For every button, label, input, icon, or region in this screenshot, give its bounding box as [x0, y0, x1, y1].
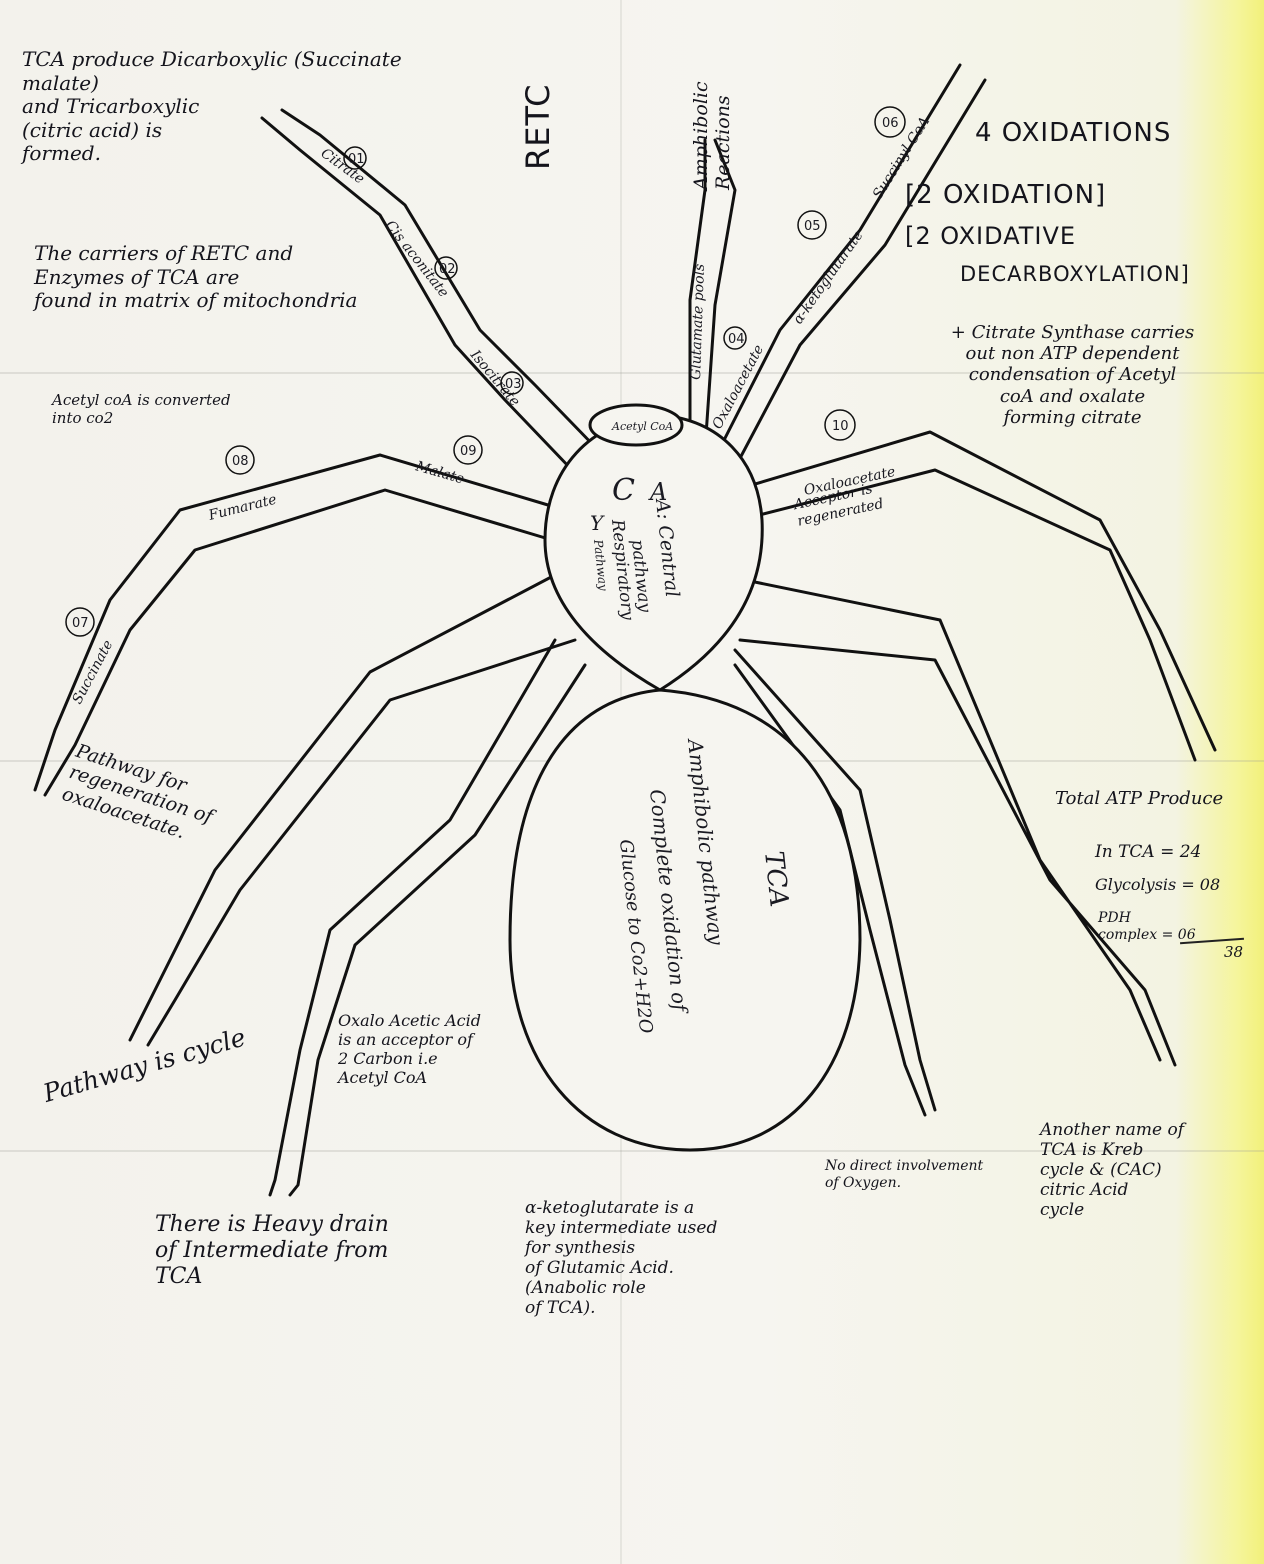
abdomen-tca: TCA [758, 850, 794, 909]
leg-label-glutamate-pools: Glutamate pools [688, 264, 708, 381]
note-citrate-synthase: + Citrate Synthase carries out non ATP d… [895, 322, 1250, 428]
note-no-oxygen: No direct involvement of Oxygen. [825, 1158, 983, 1191]
leg-label-malate: Malate [413, 458, 466, 487]
step-num-iso: 03 [505, 377, 522, 392]
leg-label-fumarate: Fumarate [206, 492, 278, 525]
atp-total: 38 [1224, 944, 1243, 962]
note-two-oxidative-2: DECARBOXYLATION] [960, 262, 1190, 287]
note-retc: RETC [520, 84, 558, 170]
step-num-cis: 02 [439, 262, 456, 277]
step-num-keto: 05 [804, 219, 821, 234]
note-oxaloacetic: Oxalo Acetic Acid is an acceptor of 2 Ca… [338, 1012, 538, 1088]
note-four-oxidations: 4 OXIDATIONS [975, 118, 1171, 149]
step-num-fumarate: 08 [232, 454, 249, 469]
step-num-oxalo-upper: 04 [728, 332, 745, 347]
leg-mid-right [735, 432, 1215, 760]
head-letter-c: C [612, 473, 635, 508]
note-alpha-kg: α-ketoglutarate is a key intermediate us… [525, 1198, 800, 1318]
atp-title: Total ATP Produce [1055, 788, 1223, 809]
note-carriers: The carriers of RETC and Enzymes of TCA … [34, 242, 414, 313]
atp-tca: In TCA = 24 [1095, 842, 1201, 862]
note-amphibolic-top: Amphibolic Reactions [690, 81, 735, 190]
spider-thorax [545, 415, 762, 690]
note-another-name: Another name of TCA is Kreb cycle & (CAC… [1040, 1120, 1184, 1220]
step-num-succinate: 07 [72, 616, 89, 631]
note-two-oxidation: [2 OXIDATION] [905, 180, 1106, 211]
note-heavy-drain: There is Heavy drain of Intermediate fro… [155, 1212, 389, 1290]
step-num-malate: 09 [460, 444, 477, 459]
note-tca-produce: TCA produce Dicarboxylic (Succinate mala… [22, 48, 452, 166]
note-acetyl-coa: Acetyl coA is converted into co2 [52, 392, 312, 427]
head-letter-y: Y [590, 511, 605, 535]
note-two-oxidative-1: [2 OXIDATIVE [905, 222, 1076, 250]
step-num-succinyl: 06 [882, 116, 899, 131]
step-num-oxalo: 10 [832, 419, 849, 434]
head-acetyl-label: Acetyl CoA [611, 420, 673, 433]
leg-label-oxaloacetate-upper: Oxaloacetate [709, 342, 767, 432]
atp-pdh: PDH complex = 06 [1098, 910, 1196, 943]
leg-mid-left [35, 455, 552, 795]
atp-glycolysis: Glycolysis = 08 [1095, 876, 1220, 895]
